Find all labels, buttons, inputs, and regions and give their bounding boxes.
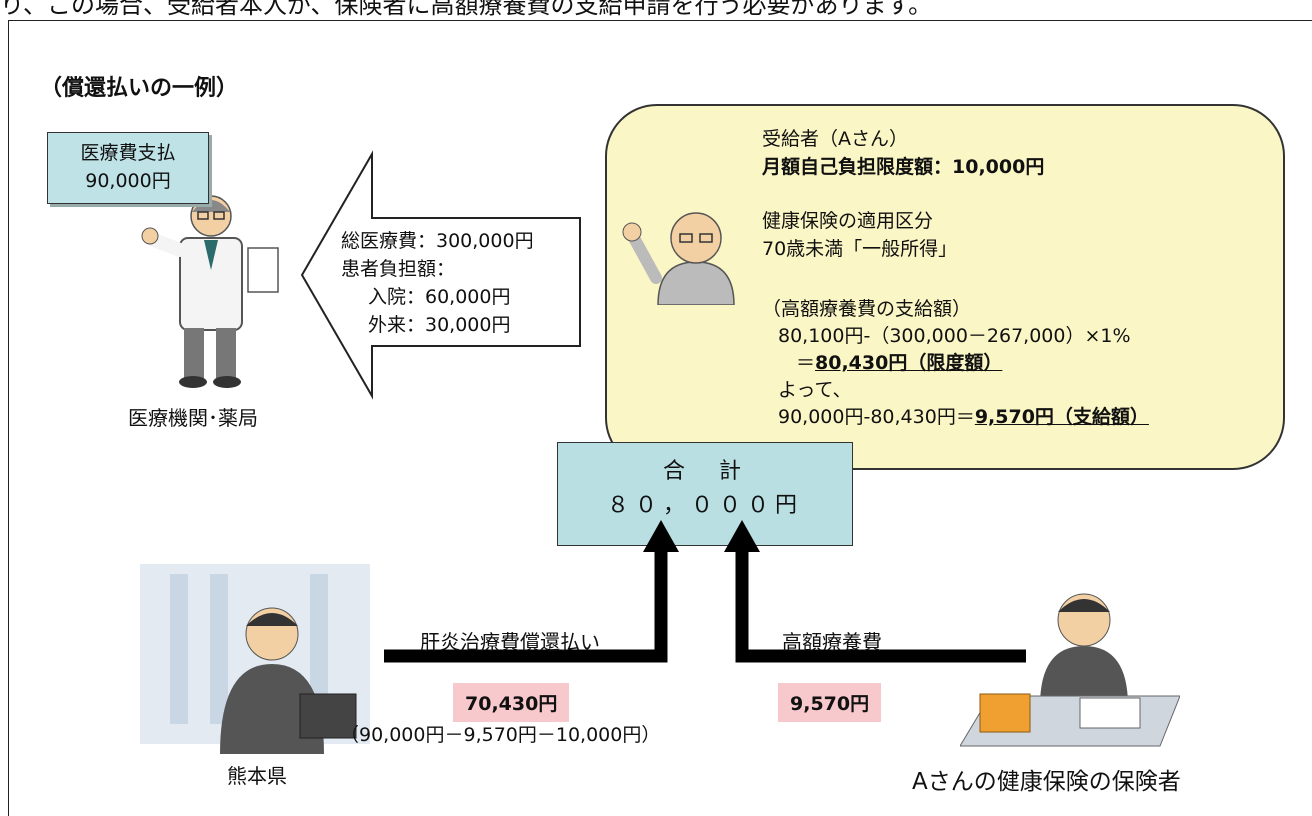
total-label: 合 計 xyxy=(662,459,747,484)
limit-value: 80,430円（限度額） xyxy=(815,352,1003,374)
payment-callout: 医療費支払 90,000円 xyxy=(47,132,209,204)
insurance-category-label: 健康保険の適用区分 xyxy=(762,210,934,232)
high-cost-heading: （高額療養費の支給額） xyxy=(762,298,972,320)
insurance-category-value: 70歳未満「一般所得」 xyxy=(762,238,958,260)
insurer-flow-label: 高額療養費 xyxy=(782,630,882,654)
payment-value: 9,570円（支給額） xyxy=(974,406,1149,428)
doctor-icon xyxy=(141,195,279,388)
header-fragment: り、この場合、受給者本人が、保険者に高額療養費の支給申請を行う必要があります。 xyxy=(0,0,933,18)
patient-burden-label: 患者負担額： xyxy=(341,258,456,280)
insurer-amount: 9,570円 xyxy=(778,683,882,722)
total-box: 合 計 ８０，０００円 xyxy=(557,442,853,546)
recipient-name: 受給者（Aさん） xyxy=(762,128,908,150)
diagram-title: （償還払いの一例） xyxy=(40,76,239,101)
prefecture-caption: 熊本県 xyxy=(227,764,287,788)
total-value: ８０，０００円 xyxy=(606,493,803,518)
insurer-caption: Aさんの健康保険の保険者 xyxy=(912,769,1181,795)
limit-result: ＝80,430円（限度額） xyxy=(796,350,1002,377)
inpatient-cost: 入院：60,000円 xyxy=(368,286,511,308)
prefecture-amount: 70,430円 xyxy=(453,683,570,722)
diagram-frame xyxy=(8,20,1312,816)
limit-prefix: ＝ xyxy=(796,352,816,374)
payment-prefix: 90,000円-80,430円＝ xyxy=(778,406,975,428)
left-arrow-shape xyxy=(300,150,581,400)
prefecture-breakdown: （90,000円－9,570円－10,000円） xyxy=(340,724,661,746)
office-building-icon xyxy=(140,564,370,754)
payment-result: 90,000円-80,430円＝9,570円（支給額） xyxy=(778,404,1149,431)
outpatient-cost: 外来：30,000円 xyxy=(368,314,511,336)
insurer-person-icon xyxy=(960,593,1180,747)
callout-label: 医療費支払 xyxy=(80,142,176,164)
callout-amount: 90,000円 xyxy=(85,170,171,192)
elderly-person-icon xyxy=(622,212,735,305)
monthly-limit: 月額自己負担限度額：10,000円 xyxy=(762,156,1045,178)
high-cost-formula: 80,100円-（300,000－267,000）×1% xyxy=(778,325,1131,347)
total-medical-cost: 総医療費：300,000円 xyxy=(341,230,534,252)
therefore-label: よって、 xyxy=(778,379,852,401)
prefecture-flow-label: 肝炎治療費償還払い xyxy=(420,630,600,654)
medical-institution-caption: 医療機関･薬局 xyxy=(128,406,258,430)
